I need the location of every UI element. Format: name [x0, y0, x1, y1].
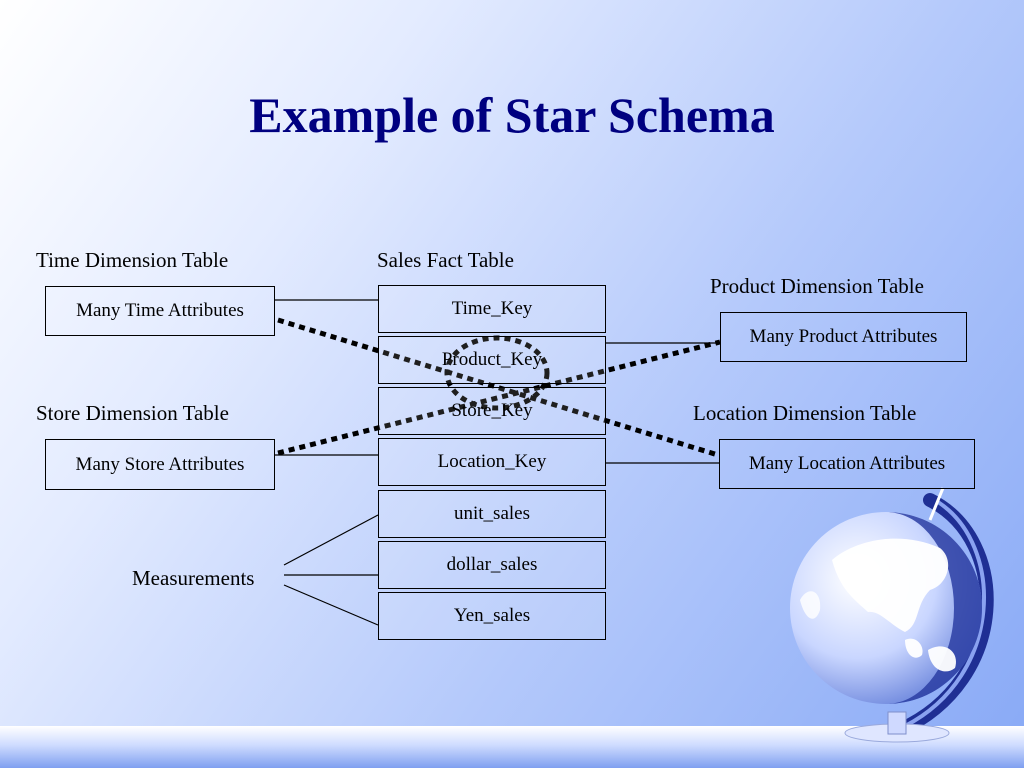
- dotted-line-store: [277, 339, 721, 456]
- store-dimension-label: Store Dimension Table: [36, 401, 229, 425]
- fact-row-time-key: Time_Key: [378, 285, 606, 333]
- fact-row-product-key: Product_Key: [378, 336, 606, 384]
- slide-title: Example of Star Schema: [249, 87, 775, 143]
- sales-fact-label: Sales Fact Table: [377, 248, 514, 272]
- location-dimension-label: Location Dimension Table: [693, 401, 917, 425]
- fact-row-store-key: Store_Key: [378, 387, 606, 435]
- fact-row-yen-sales: Yen_sales: [378, 592, 606, 640]
- fact-row-location-key: Location_Key: [378, 438, 606, 486]
- measurements-label: Measurements: [132, 566, 255, 590]
- time-dimension-label: Time Dimension Table: [36, 248, 229, 272]
- dotted-center-circle: [444, 335, 550, 411]
- fact-row-unit-sales: unit_sales: [378, 490, 606, 538]
- time-attributes-box: Many Time Attributes: [45, 286, 275, 336]
- measure-line-unit: [283, 514, 379, 566]
- store-attributes-box: Many Store Attributes: [45, 439, 275, 490]
- location-attributes-box: Many Location Attributes: [719, 439, 975, 489]
- product-attributes-box: Many Product Attributes: [720, 312, 967, 362]
- product-dimension-label: Product Dimension Table: [710, 274, 924, 298]
- globe-icon: [790, 487, 994, 743]
- fact-row-dollar-sales: dollar_sales: [378, 541, 606, 589]
- measure-line-yen: [283, 584, 379, 626]
